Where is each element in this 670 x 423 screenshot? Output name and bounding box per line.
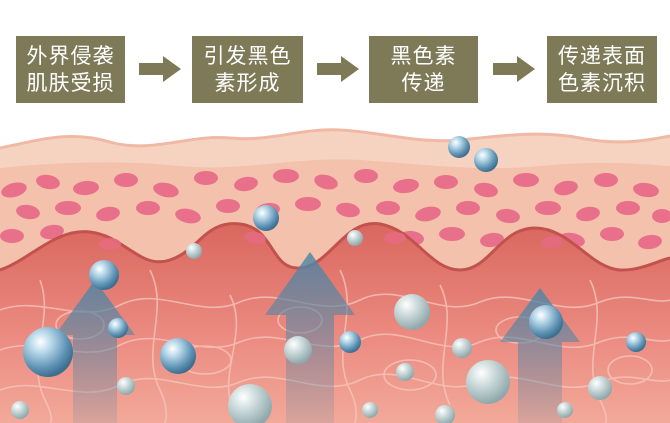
step-2-label: 引发黑色 素形成 xyxy=(203,43,292,95)
step-1-label: 外界侵袭 肌肤受损 xyxy=(26,43,115,95)
step-box-4: 传递表面 色素沉积 xyxy=(547,36,657,103)
step-3-label: 黑色素 传递 xyxy=(390,43,457,95)
step-4-label: 传递表面 色素沉积 xyxy=(558,43,646,95)
pigment-bubble xyxy=(448,136,470,158)
flow-arrow-icon xyxy=(139,56,181,82)
process-flow: 外界侵袭 肌肤受损 引发黑色 素形成 黑色素 传递 传递表面 色素沉积 xyxy=(0,0,670,120)
flow-arrow-icon xyxy=(493,56,535,82)
step-box-1: 外界侵袭 肌肤受损 xyxy=(16,36,125,103)
skin-cell-group xyxy=(0,169,670,250)
step-box-2: 引发黑色 素形成 xyxy=(192,36,303,103)
step-box-3: 黑色素 传递 xyxy=(369,36,478,103)
flow-arrow-icon xyxy=(317,56,359,82)
upward-arrow-icon xyxy=(55,280,135,423)
upward-arrow-icon xyxy=(265,252,355,423)
skin-cross-section-illustration xyxy=(0,128,670,423)
pigment-bubble xyxy=(474,148,498,172)
pigment-bubbles xyxy=(11,205,646,423)
